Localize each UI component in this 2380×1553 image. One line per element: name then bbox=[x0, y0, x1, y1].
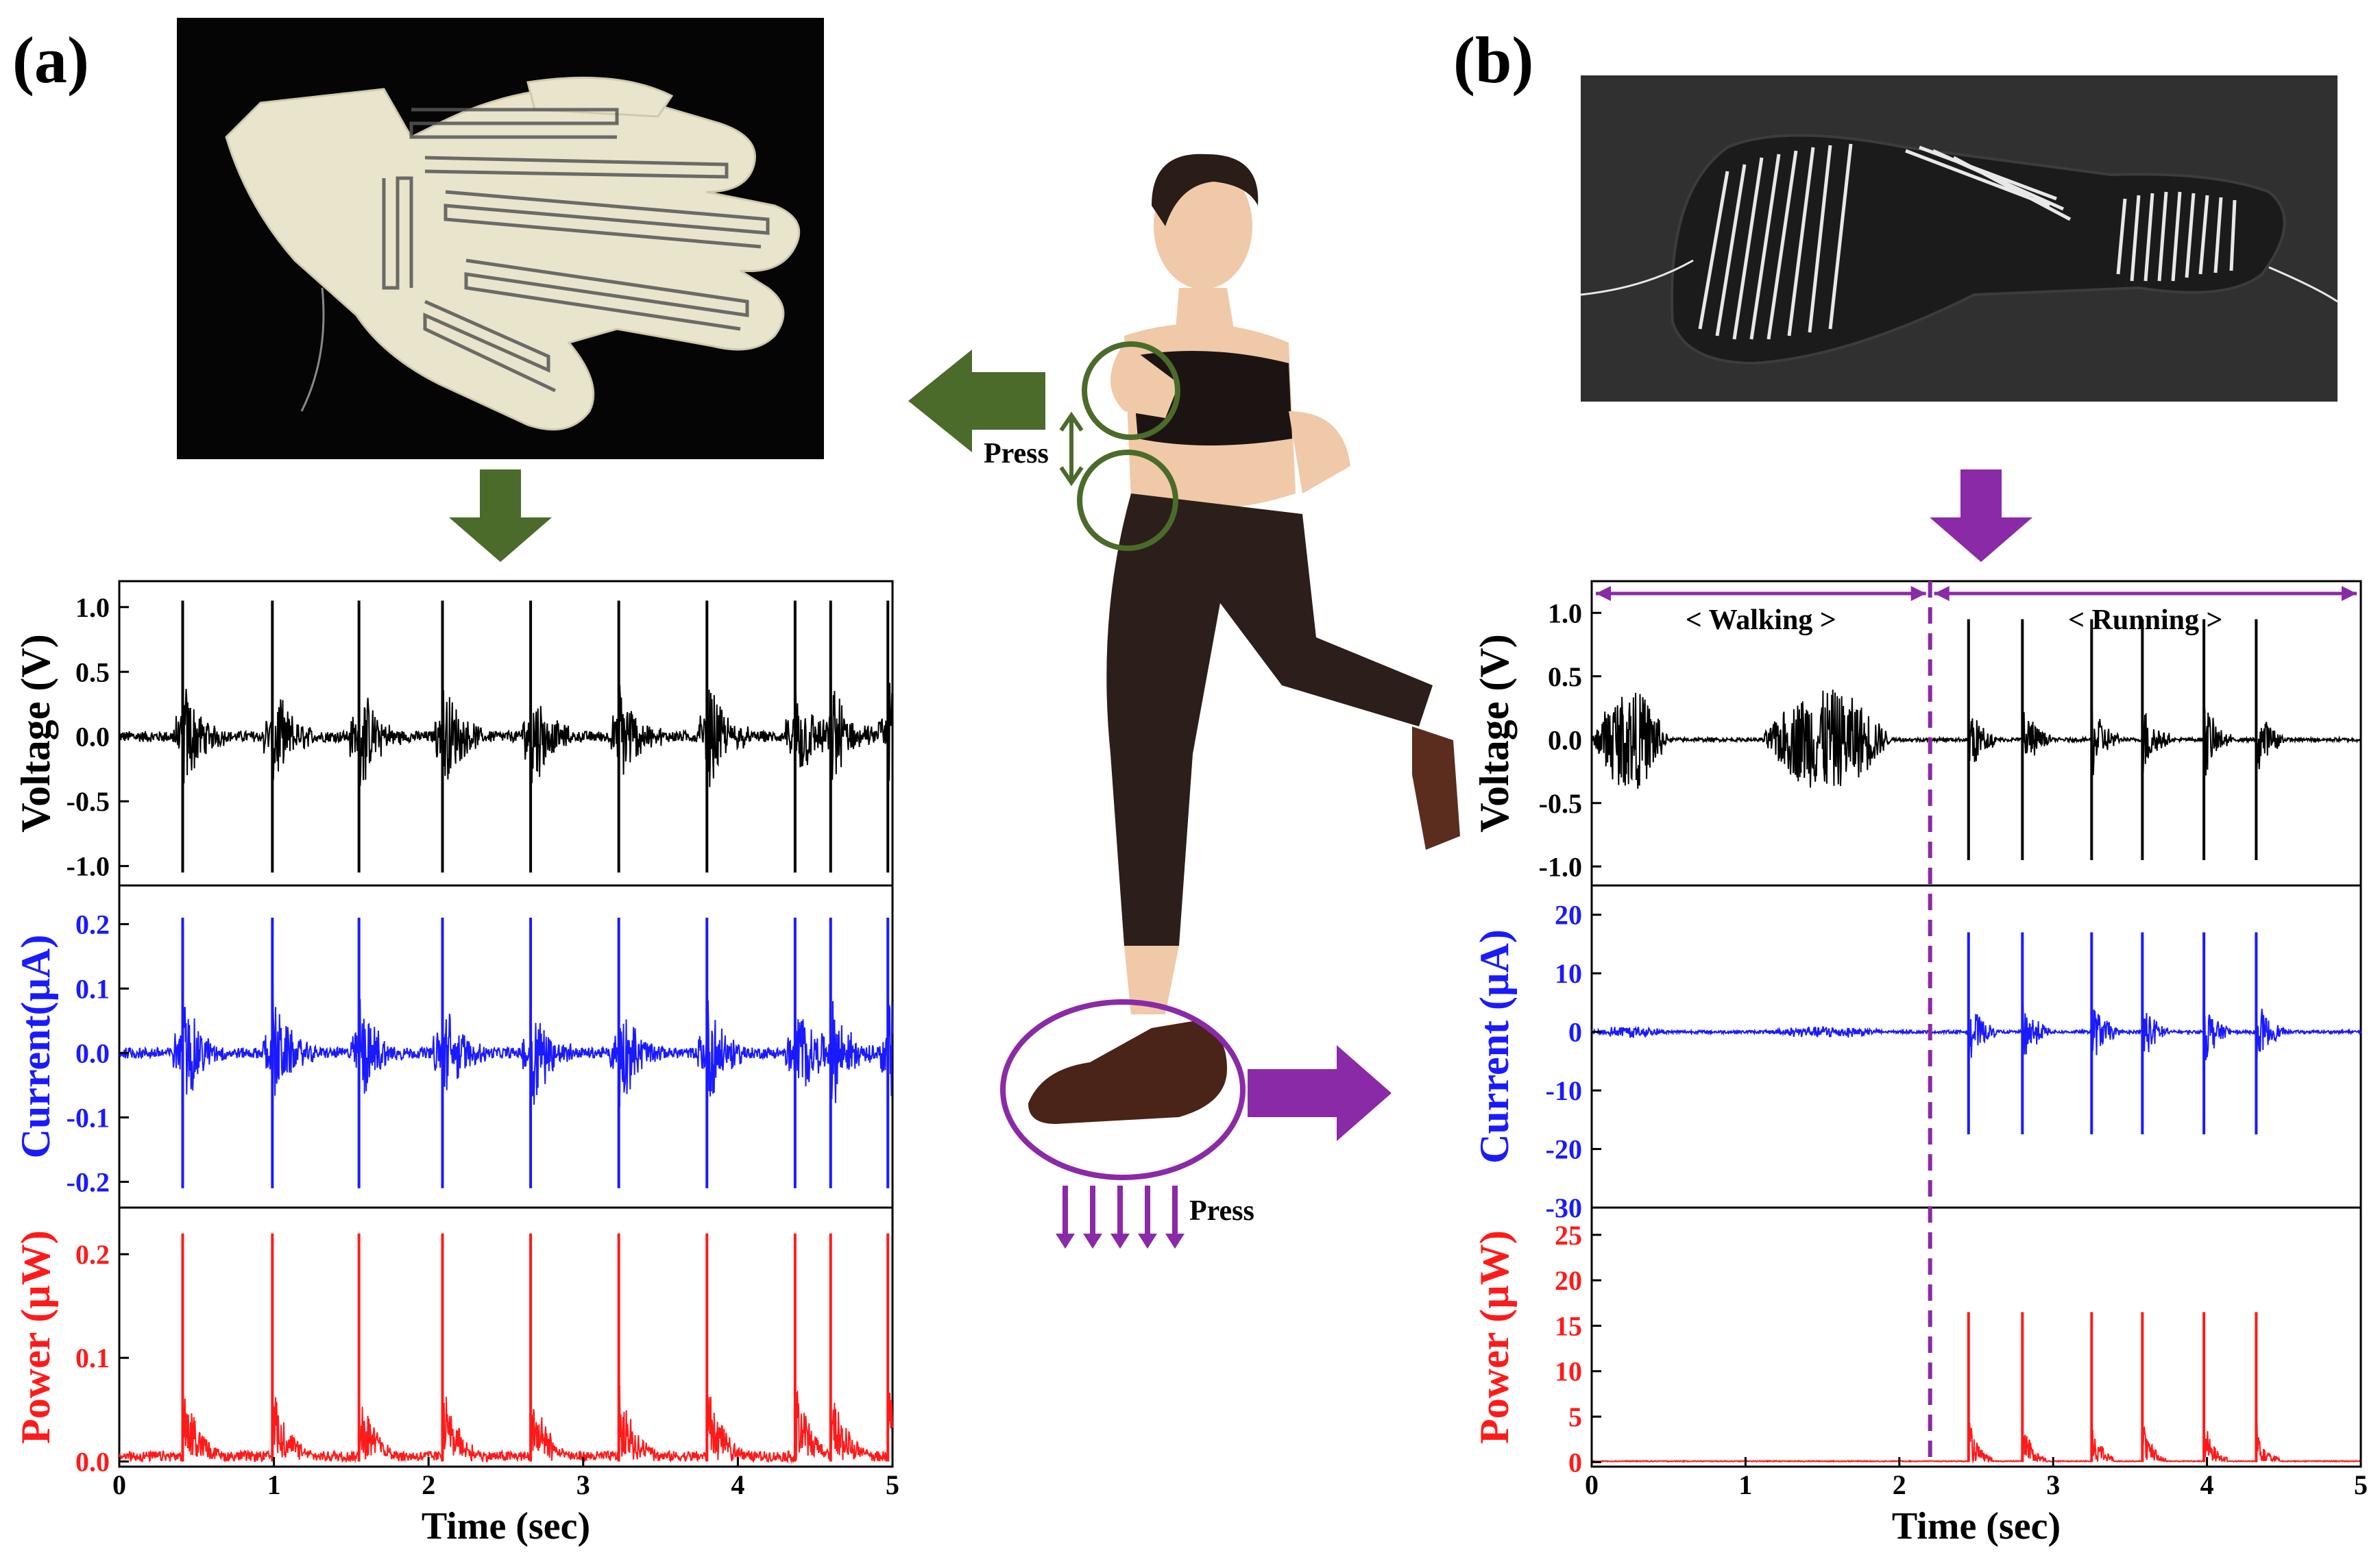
y-tick-label: 0.2 bbox=[75, 909, 110, 940]
plot-frame bbox=[1590, 884, 2362, 1209]
y-tick-label: 25 bbox=[1555, 1220, 1582, 1251]
foot-circle bbox=[1000, 999, 1246, 1180]
x-tick-label: 5 bbox=[2354, 1469, 2368, 1500]
y-tick-label: 0.1 bbox=[75, 1343, 110, 1373]
subplot-voltage: 1.0 0.5 0.0 -0.5 -1.0 Voltage (V) bbox=[1472, 580, 2362, 887]
x-tick-label: 4 bbox=[2200, 1469, 2214, 1500]
panel-b-label: (b) bbox=[1453, 23, 1533, 97]
y-tick-label: 0 bbox=[1568, 1017, 1582, 1048]
series-voltage bbox=[119, 676, 893, 792]
y-tick-label: 20 bbox=[1555, 900, 1582, 931]
y-tick-label: 0.2 bbox=[75, 1239, 110, 1270]
y-axis-label: Power (µW) bbox=[1472, 1230, 1517, 1444]
x-tick-label: 5 bbox=[886, 1469, 899, 1500]
x-axis-label: Time (sec) bbox=[422, 1505, 590, 1548]
y-tick-label: -20 bbox=[1546, 1134, 1582, 1165]
subplot-voltage: 1.0 0.5 0.0 -0.5 -1.0 Voltage (V) bbox=[13, 580, 894, 887]
arrow-head bbox=[2342, 586, 2357, 601]
series-current bbox=[1591, 1003, 2361, 1060]
y-tick-label: 0.0 bbox=[75, 1446, 110, 1477]
purple-arrow-down bbox=[1930, 469, 2032, 562]
y-tick-label: 0.0 bbox=[75, 1038, 110, 1068]
green-arrow-left bbox=[908, 350, 1045, 452]
y-tick-label: -1.0 bbox=[66, 851, 110, 882]
y-tick-label: 0.0 bbox=[75, 722, 110, 753]
green-arrow-down bbox=[449, 469, 552, 562]
y-tick-label: 10 bbox=[1555, 958, 1582, 989]
y-tick-label: 0.1 bbox=[75, 973, 110, 1004]
x-tick-label: 3 bbox=[2046, 1469, 2060, 1500]
plot-frame bbox=[118, 1206, 894, 1468]
insole-photo bbox=[1580, 75, 2338, 402]
walking-label: < Walking > bbox=[1686, 604, 1836, 636]
y-axis-label: Current (µA) bbox=[1472, 929, 1517, 1164]
purple-arrow-right bbox=[1248, 1045, 1392, 1141]
y-tick-label: -0.5 bbox=[1539, 788, 1582, 819]
y-tick-label: 0.5 bbox=[75, 657, 110, 687]
y-tick-label: -0.1 bbox=[66, 1102, 110, 1133]
series-voltage bbox=[1591, 689, 2361, 789]
y-tick-label: -10 bbox=[1546, 1075, 1582, 1106]
runner-illustration bbox=[1106, 154, 1460, 1014]
series-power bbox=[119, 1384, 893, 1465]
y-tick-label: 15 bbox=[1555, 1310, 1582, 1341]
x-tick-label: 0 bbox=[1585, 1469, 1599, 1500]
y-tick-label: 1.0 bbox=[75, 592, 110, 623]
y-tick-label: 5 bbox=[1568, 1402, 1582, 1432]
x-tick-label: 2 bbox=[1893, 1469, 1906, 1500]
y-tick-label: 1.0 bbox=[1548, 598, 1582, 628]
x-tick-label: 3 bbox=[576, 1469, 590, 1500]
y-tick-label: -0.5 bbox=[66, 786, 110, 817]
y-tick-label: 10 bbox=[1555, 1356, 1582, 1387]
series-power bbox=[1591, 1421, 2361, 1464]
subplot-power: 0.2 0.1 0.0 Power (µW) bbox=[13, 1206, 894, 1477]
y-tick-label: -30 bbox=[1546, 1193, 1582, 1223]
shoe-illustration bbox=[1028, 1021, 1227, 1124]
plot-frame bbox=[118, 884, 894, 1209]
plot-frame bbox=[1590, 1206, 2362, 1468]
chart-panel-a: 1.0 0.5 0.0 -0.5 -1.0 Voltage (V) 0.2 0.1 0.0 -0.… bbox=[13, 580, 899, 1548]
y-tick-label: 0.0 bbox=[1548, 724, 1582, 755]
y-tick-label: 0.5 bbox=[1548, 661, 1582, 692]
x-axis-label: Time (sec) bbox=[1892, 1505, 2061, 1548]
press-arrows-foot bbox=[1056, 1186, 1185, 1249]
glove-photo bbox=[177, 18, 824, 459]
press-label-foot: Press bbox=[1189, 1195, 1254, 1227]
arrow-head bbox=[1934, 586, 1950, 601]
subplot-power: 25 20 15 10 5 0 Power (µW) bbox=[1472, 1206, 2362, 1478]
y-tick-label: 20 bbox=[1555, 1265, 1582, 1296]
y-axis-label: Voltage (V) bbox=[13, 634, 58, 832]
y-tick-label: 0 bbox=[1568, 1447, 1582, 1478]
y-axis-label: Current(µA) bbox=[13, 935, 58, 1159]
y-axis-label: Voltage (V) bbox=[1472, 634, 1517, 832]
press-label-hands: Press bbox=[984, 438, 1049, 469]
x-tick-label: 1 bbox=[267, 1469, 281, 1500]
arrow-head bbox=[1910, 586, 1926, 601]
x-tick-label: 2 bbox=[422, 1469, 435, 1500]
series-current bbox=[119, 993, 893, 1108]
arrow-head bbox=[1596, 586, 1611, 601]
y-tick-label: -0.2 bbox=[66, 1166, 110, 1197]
x-tick-label: 1 bbox=[1738, 1469, 1752, 1500]
subplot-current: 20 10 0 -10 -20 -30 Current (µA) bbox=[1472, 884, 2362, 1223]
x-tick-label: 0 bbox=[112, 1469, 126, 1500]
x-tick-label: 4 bbox=[731, 1469, 744, 1500]
y-axis-label: Power (µW) bbox=[13, 1230, 58, 1444]
hand-circles bbox=[1059, 341, 1180, 551]
y-tick-label: -1.0 bbox=[1539, 851, 1582, 882]
subplot-current: 0.2 0.1 0.0 -0.1 -0.2 Current(µA) bbox=[13, 884, 894, 1209]
running-label: < Running > bbox=[2068, 604, 2222, 636]
panel-a-label: (a) bbox=[12, 23, 89, 97]
